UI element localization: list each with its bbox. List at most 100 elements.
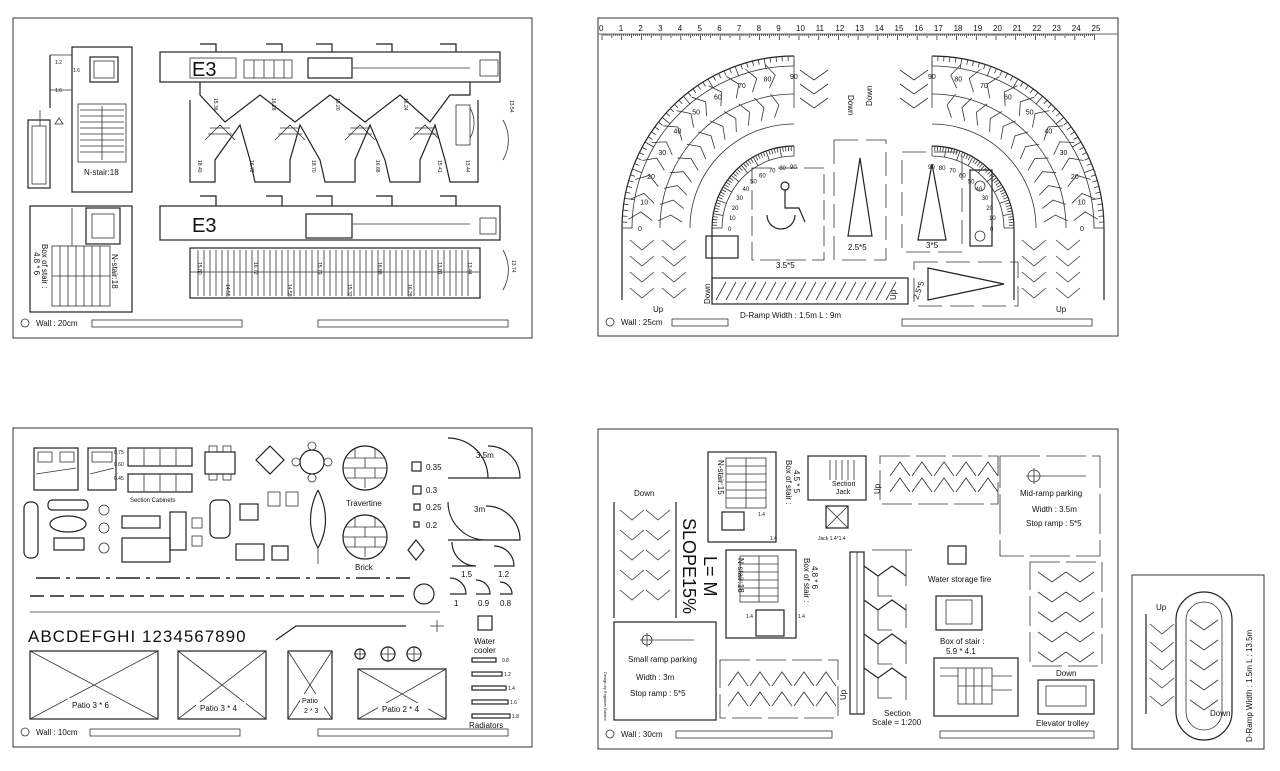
protractor-label: 60 [714, 94, 722, 101]
dim-label: 16.72 [252, 262, 258, 275]
protractor-tick [740, 164, 749, 174]
protractor-tick [763, 58, 767, 69]
ruler-label: 16 [914, 24, 923, 33]
ramp-label: D-Ramp Width : 1.5m L : 13.5m [1245, 629, 1254, 742]
dim-label: 16.88 [374, 160, 380, 173]
up-label: Up [839, 689, 848, 700]
panel-bottom-left: 0.75 0.60 0.45 Section Cabinets Traverti… [12, 427, 533, 748]
protractor-label: 10 [729, 216, 736, 222]
materials: Travertine Brick [342, 445, 388, 572]
protractor-tick [712, 75, 716, 81]
ruler-label: 21 [1013, 24, 1022, 33]
dim-label: 15.41 [436, 160, 442, 173]
ramp-label: D-Ramp Width : 1.5m L : 9m [740, 311, 841, 320]
stair-array-bottom: E3 15.80 16.72 15.79 16.88 13.81 13.44 1… [159, 195, 516, 299]
protractor-tick [745, 161, 750, 166]
n-stair-label: N-stair:18 [736, 558, 745, 593]
parking-chevron [745, 68, 758, 93]
parking-chevron [1033, 171, 1057, 183]
protractor-tick [966, 59, 969, 65]
protractor-tick [713, 210, 719, 213]
stair-block-bottom: Box of stair : 4.8 * 6 N-stair:18 [29, 205, 133, 313]
doors: 3.5m 3m 1.5 1.2 1 0.9 0.8 [447, 437, 521, 608]
hang-hole-icon [20, 318, 30, 328]
length-label: L= M [700, 556, 720, 597]
protractor-label: 0 [1080, 226, 1084, 233]
protractor-tick [994, 179, 999, 184]
parking-chevron [677, 157, 699, 171]
protractor-tick [755, 155, 759, 161]
n-stair-label: N-stair:15 [716, 460, 725, 495]
protractor-tick [707, 78, 714, 88]
wall-slot [671, 318, 729, 327]
protractor-label: 30 [658, 150, 666, 157]
section-jack-label: Jack [836, 489, 851, 496]
protractor-tick [1093, 186, 1099, 188]
parking-chevron [630, 192, 655, 204]
protractor-tick [734, 170, 739, 175]
parking-chevron [1003, 85, 1018, 107]
protractor-tick [692, 88, 697, 94]
box-of-stair-label: Box of stair : [940, 637, 984, 646]
n-stair-label: N-stair:18 [110, 254, 119, 289]
protractor-tick [779, 147, 782, 158]
protractor-tick [959, 58, 963, 69]
door-size: 3m [474, 505, 485, 514]
protractor-tick [746, 62, 749, 68]
protractor-tick [1079, 146, 1085, 150]
protractor-tick [1007, 210, 1013, 213]
protractor-tick [965, 154, 969, 159]
parking-chevron [986, 76, 1000, 99]
stair-box-3: Box of stair : 5.9 * 4.1 [933, 595, 1019, 717]
section-cabinets: 0.75 0.60 0.45 Section Cabinets [114, 447, 193, 504]
panel-top-left: N-stair:18 1.2 1.6 1.6 [12, 17, 533, 339]
section-jack: Section Jack Jack 1.4*1.4 [807, 455, 867, 542]
door-size: 0.9 [478, 599, 490, 608]
protractor-tick [736, 168, 741, 173]
dim-label: 1.4 [758, 512, 765, 518]
parking-chevron [723, 111, 737, 133]
parking-chevron [1038, 185, 1063, 196]
protractor-tick [977, 164, 986, 174]
parking-chevron [1043, 125, 1063, 141]
section-cabinets-label: Section Cabinets [130, 498, 175, 504]
protractor-tick [718, 73, 722, 79]
protractor-tick [1008, 219, 1014, 221]
mid-ramp-parking: Mid-ramp parking Width : 3.5m Stop ramp … [999, 455, 1101, 557]
protractor-tick [1002, 194, 1008, 198]
protractor-tick [962, 152, 966, 158]
box-of-stair-label: Box of stair : [784, 460, 793, 504]
dim-label: 16.28 [406, 284, 412, 297]
protractor-label: 50 [968, 180, 975, 186]
protractor-tick [1070, 131, 1075, 135]
water-storage: Water storage fire [928, 545, 992, 584]
protractor-label: 10 [989, 216, 996, 222]
ruler-label: 14 [875, 24, 884, 33]
protractor-tick [769, 57, 772, 63]
radiator-size: 0.8 [502, 658, 509, 664]
protractor-tick [995, 181, 1001, 186]
dim-label: 18.40 [196, 160, 202, 173]
protractor-tick [632, 168, 642, 173]
door-size: 1 [454, 599, 459, 608]
protractor-tick [1001, 191, 1006, 195]
protractor-tick [654, 126, 660, 131]
box-of-stair-dims: 4.8 * 6 [32, 252, 41, 276]
furniture-beds [33, 447, 117, 491]
box-of-stair-dims: 4.8 * 6 [810, 566, 819, 590]
mid-ramp-width: Width : 3.5m [1032, 505, 1077, 514]
dining-table-icon [255, 445, 285, 475]
protractor-tick [1029, 88, 1034, 94]
protractor-tick [697, 85, 701, 90]
dim-label: 1.4 [746, 614, 753, 620]
protractor-tick [687, 92, 692, 97]
protractor-tick [972, 158, 976, 163]
parking-chevron [1067, 174, 1091, 187]
ruler-label: 5 [698, 24, 703, 33]
protractor-tick [771, 149, 774, 155]
parking-chevron [968, 68, 981, 93]
protractor-tick [644, 141, 654, 148]
stair-array-top: E3 13.54 15.36 16.28 15.20 16.24 18.40 [159, 43, 514, 183]
down-label: Down [1056, 669, 1076, 678]
stall-size: 3*5 [926, 241, 939, 250]
